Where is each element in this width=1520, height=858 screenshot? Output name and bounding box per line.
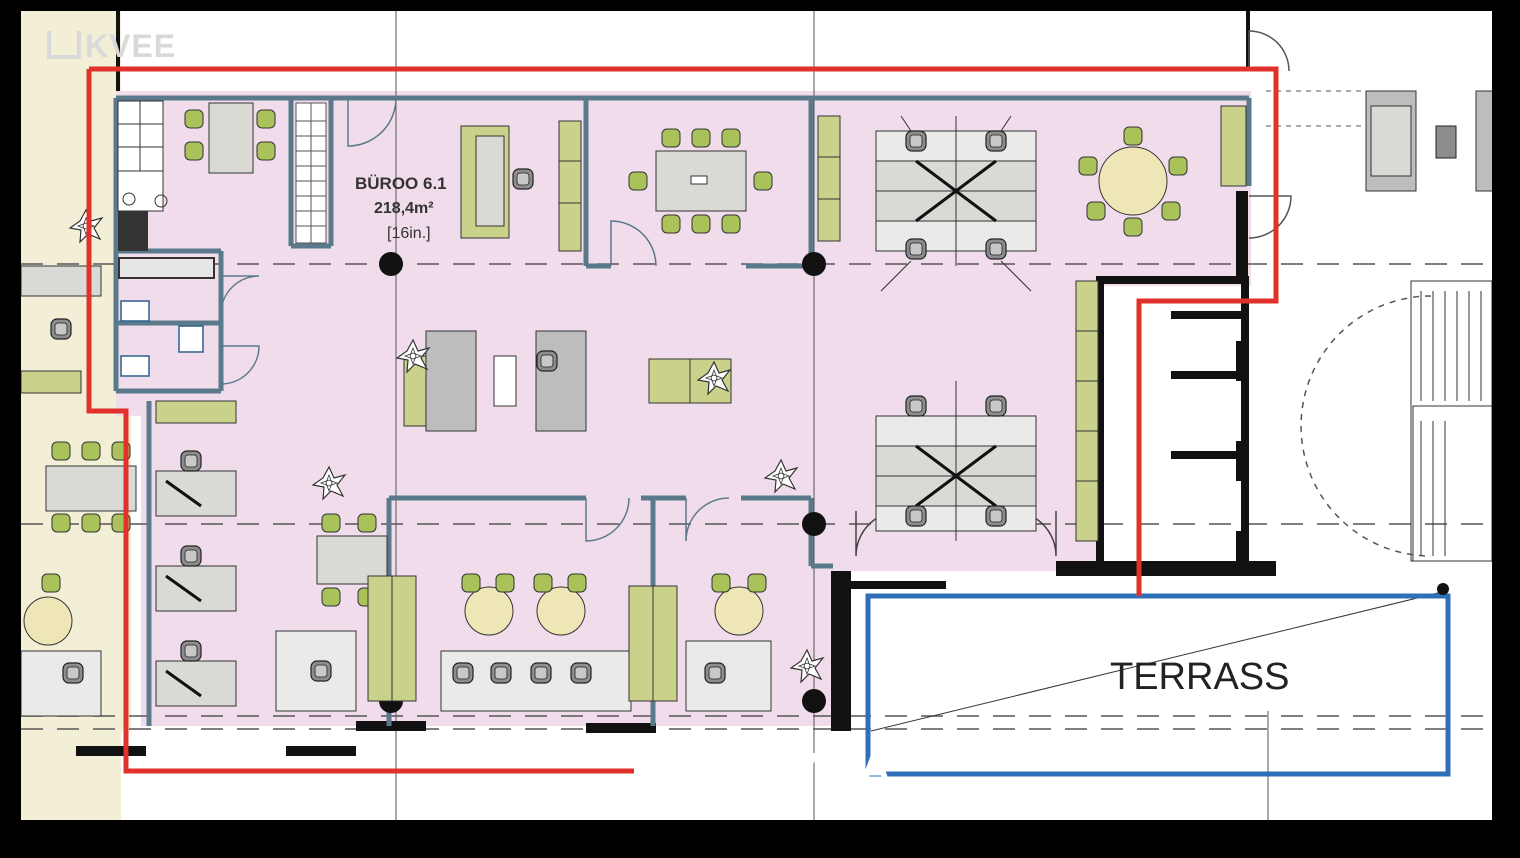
floor-plan: BÜROO 6.1 218,4m² [16in.] TERRASS KVEE U…: [21, 11, 1492, 820]
room-capacity-label: [16in.]: [387, 225, 431, 242]
neighbour-furniture-left: [21, 265, 137, 717]
terrace-column: [1437, 583, 1449, 595]
neighbour-furniture-right: [1266, 90, 1492, 192]
desks-left-column: [155, 400, 237, 707]
workstation-cluster-upper: [875, 115, 1037, 292]
house-icon: [47, 31, 81, 59]
kvee-logo: KVEE: [47, 28, 176, 65]
office-boundary-left: [86, 69, 641, 774]
manager-desk: [460, 120, 582, 252]
room-name-label: BÜROO 6.1: [355, 174, 447, 193]
interior-walls: [113, 95, 1252, 726]
kitchen: [117, 100, 215, 279]
room-area-label: 218,4m²: [374, 200, 434, 217]
meeting-room-table: [628, 115, 841, 242]
stairwell: [1410, 280, 1492, 562]
storage-shelving: [295, 102, 327, 244]
workstation-cluster-lower: [875, 280, 1099, 542]
small-table-left: [275, 513, 417, 712]
kitchen-table: [184, 102, 276, 174]
round-table-upper: [1078, 105, 1247, 237]
terrace-label: TERRASS: [1110, 656, 1290, 698]
stair-arc: [1300, 295, 1432, 557]
floor-plan-drawing: [21, 11, 1492, 820]
exterior-walls: [76, 11, 1276, 756]
office-boundary: [89, 66, 1279, 596]
uusmaa-watermark: UUSMAA: [634, 744, 893, 794]
lounge: [396, 330, 732, 432]
focus-room-tables: [440, 573, 772, 712]
uusmaa-logo-icon: [634, 749, 674, 789]
uusmaa-watermark-text: UUSMAA: [688, 744, 894, 793]
kvee-logo-text: KVEE: [85, 28, 177, 64]
terrace-outline: [865, 593, 1451, 777]
doors: [220, 30, 1292, 557]
terrace-lines: [870, 590, 1447, 732]
wc-fixtures: [120, 300, 204, 377]
